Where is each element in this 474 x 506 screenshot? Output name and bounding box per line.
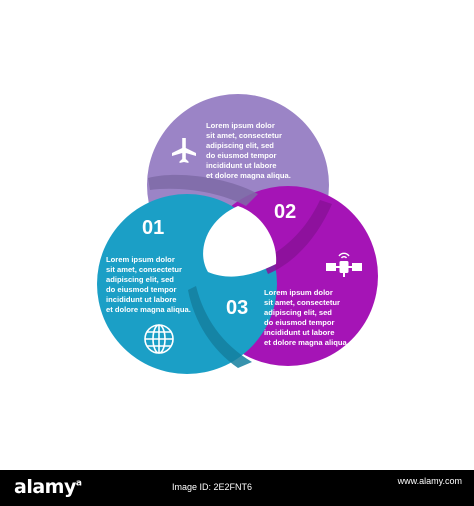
segment-03-line: et dolore magna aliqua.	[264, 338, 349, 347]
segment-02-line: et dolore magna aliqua.	[206, 171, 291, 180]
site-url: www.alamy.com	[397, 476, 462, 486]
overlap-shadow-02	[148, 174, 258, 206]
segment-01-number: 01	[142, 217, 164, 239]
segment-03-line: Lorem ipsum dolor	[264, 288, 333, 297]
segment-03-line: do eiusmod tempor	[264, 318, 335, 327]
segment-03-number: 03	[226, 297, 248, 319]
segment-03-line: incididunt ut labore	[264, 328, 334, 337]
segment-03-line: sit amet, consectetur	[264, 298, 340, 307]
segment-01-line: adipiscing elit, sed	[106, 275, 174, 284]
segment-01-line: sit amet, consectetur	[106, 265, 182, 274]
segment-03-text: Lorem ipsum dolor sit amet, consectetur …	[264, 288, 349, 347]
segment-02-line: incididunt ut labore	[206, 161, 276, 170]
segment-03-line: adipiscing elit, sed	[264, 308, 332, 317]
image-id-label: Image ID: 2E2FNT6	[172, 482, 253, 492]
circular-infographic: 01 02 03 Lorem ipsum dolor sit amet, con…	[97, 94, 378, 374]
airplane-icon	[172, 138, 196, 163]
satellite-icon	[326, 252, 362, 277]
segment-01-text: Lorem ipsum dolor sit amet, consectetur …	[106, 255, 191, 314]
footer-meta: www.alamy.com	[398, 475, 462, 487]
segment-02-line: sit amet, consectetur	[206, 131, 282, 140]
globe-icon	[144, 324, 174, 354]
segment-02-line: adipiscing elit, sed	[206, 141, 274, 150]
segment-01-line: Lorem ipsum dolor	[106, 255, 175, 264]
segment-01-line: et dolore magna aliqua.	[106, 305, 191, 314]
overlap-shadow-03	[262, 200, 332, 274]
segment-02-line: do eiusmod tempor	[206, 151, 277, 160]
segment-01-line: incididunt ut labore	[106, 295, 176, 304]
brand-logo: alamya	[14, 476, 82, 498]
segment-02-text: Lorem ipsum dolor sit amet, consectetur …	[206, 121, 291, 180]
overlap-shadow-01	[188, 286, 252, 368]
segment-02-line: Lorem ipsum dolor	[206, 121, 275, 130]
segment-01-line: do eiusmod tempor	[106, 285, 177, 294]
segment-02-number: 02	[274, 201, 296, 223]
center-hole	[203, 206, 277, 277]
watermark-footer: alamya Image ID: 2E2FNT6 www.alamy.com	[0, 470, 474, 506]
